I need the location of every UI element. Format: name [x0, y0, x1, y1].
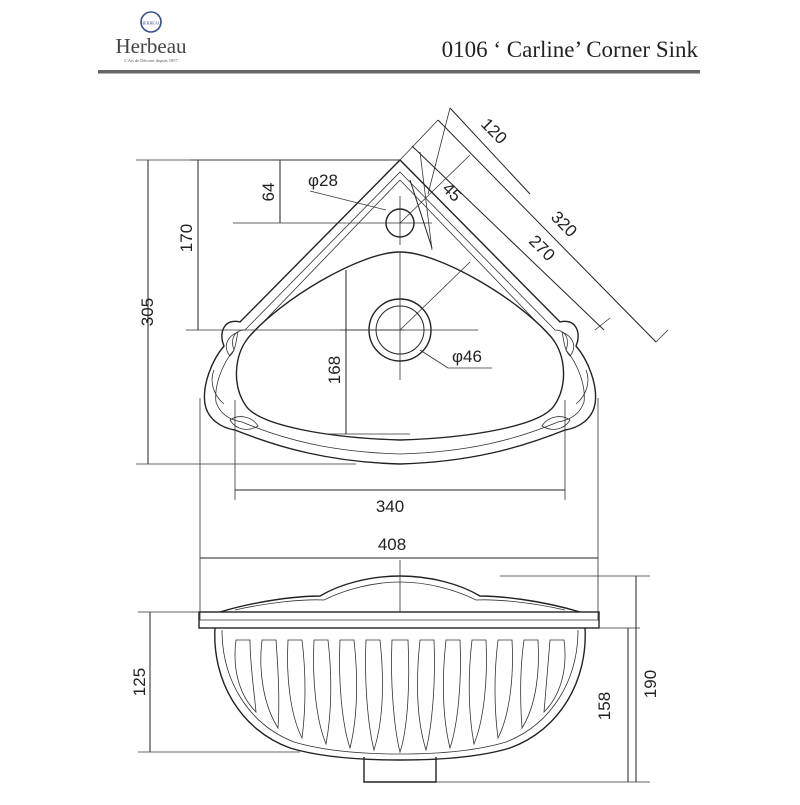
deck-contour — [249, 179, 551, 337]
fluting — [234, 639, 566, 754]
badge-icon — [140, 11, 162, 33]
dim-line-120 — [449, 107, 531, 195]
dim-168: 168 — [325, 356, 344, 384]
dim-158: 158 — [595, 692, 614, 720]
top-view — [203, 159, 597, 465]
front-view — [198, 560, 600, 783]
dim-305: 305 — [138, 298, 157, 326]
dim-line-320 — [437, 119, 657, 343]
scroll-left — [211, 331, 239, 405]
rim-inner-line — [215, 171, 585, 455]
brand-tagline: L'Art de Décorer depuis 1857 — [124, 58, 178, 63]
dim-125: 125 — [130, 668, 149, 696]
dim-45: 45 — [438, 179, 465, 206]
dim-64: 64 — [259, 183, 278, 202]
dim-340: 340 — [376, 497, 404, 516]
badge-text: HERBEAU — [141, 21, 161, 26]
dim-170: 170 — [177, 224, 196, 252]
scroll-right — [561, 331, 589, 405]
bowl-body — [214, 627, 586, 761]
dim-408: 408 — [378, 535, 406, 554]
drain-spigot — [363, 757, 437, 783]
dim-phi46: φ46 — [452, 347, 482, 366]
page-title: 0106 ‘ Carline’ Corner Sink — [442, 37, 699, 62]
end-scroll-right — [541, 416, 571, 430]
rim-outline — [203, 159, 597, 465]
header-rule — [98, 70, 700, 74]
brand-logo: HERBEAU Herbeau L'Art de Décorer depuis … — [115, 11, 187, 63]
dim-phi28: φ28 — [308, 171, 338, 190]
dim-190: 190 — [641, 670, 660, 698]
dim-line-270 — [411, 145, 605, 331]
brand-name: Herbeau — [115, 34, 187, 58]
front-dimensions: 125 158 190 — [130, 575, 660, 783]
end-scroll-left — [229, 416, 259, 430]
